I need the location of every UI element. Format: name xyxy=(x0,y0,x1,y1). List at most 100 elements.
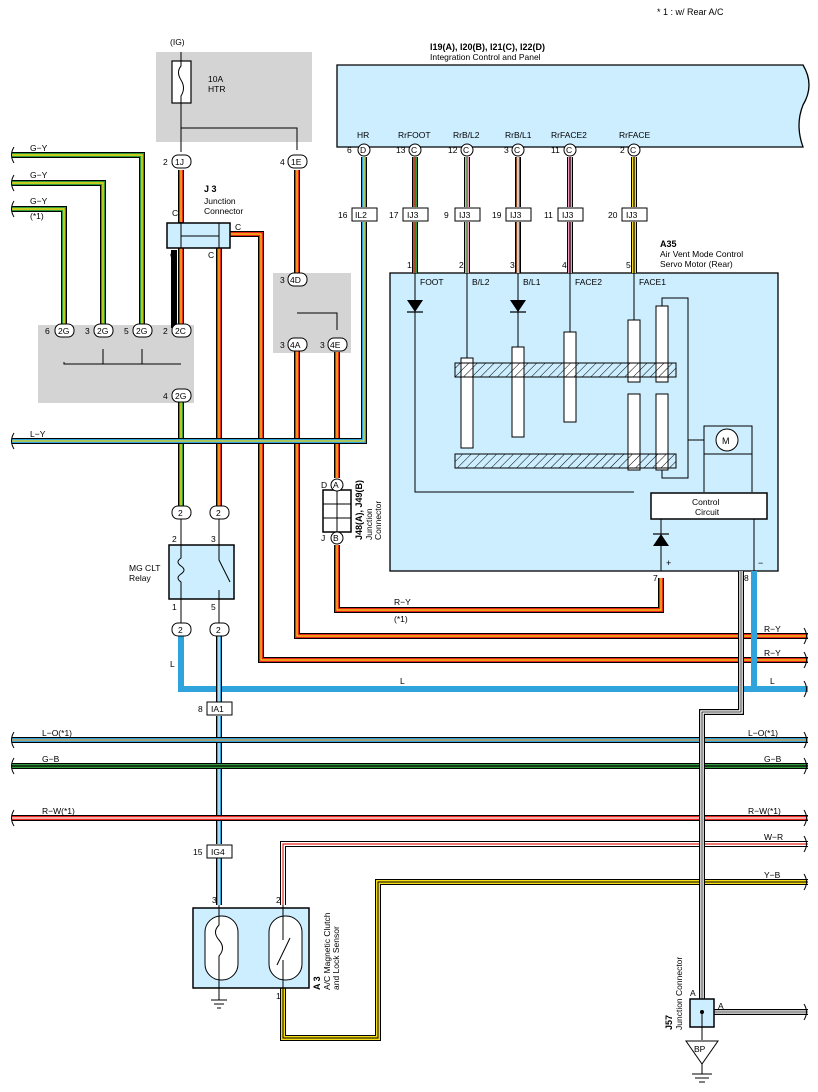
wire-ry-1j xyxy=(171,170,184,328)
servo-motor-block xyxy=(389,272,779,572)
j57-name: Junction Connector xyxy=(674,957,684,1030)
conn-2c: 2C xyxy=(175,326,186,336)
connector-pills: 1J 2 1E 4 2G 6 2G 3 2G 5 2C 2 2G 4 4D 3 … xyxy=(45,154,648,859)
label-l-relay: L xyxy=(170,659,175,669)
fuse-htr: (IG) 10A HTR xyxy=(170,37,298,152)
a3-code: A 3 xyxy=(312,976,322,990)
label-l-mid: L xyxy=(400,676,405,686)
servo-label-face1: FACE1 xyxy=(639,277,666,287)
svg-text:17: 17 xyxy=(389,210,399,220)
jj-name-2: Connector xyxy=(373,501,383,540)
conn-ij3-11: IJ3 xyxy=(562,210,574,220)
j57-code: J57 xyxy=(664,1015,674,1030)
label-star-ry: (*1) xyxy=(394,614,408,624)
label-l-right: L xyxy=(770,676,775,686)
label-wr-right: W−R xyxy=(764,832,783,842)
relay-name-1: MG CLT xyxy=(129,563,160,573)
label-yb-right: Y−B xyxy=(764,870,781,880)
conn-2g-6: 2G xyxy=(58,326,69,336)
svg-text:5: 5 xyxy=(211,602,216,612)
svg-text:3: 3 xyxy=(320,340,325,350)
svg-text:2: 2 xyxy=(163,157,168,167)
label-gy-1: G−Y xyxy=(30,143,48,153)
label-lo-left: L−O(*1) xyxy=(42,728,72,738)
ecu-block xyxy=(336,64,810,148)
a3-clutch-sensor: 3 2 1 A 3 A/C Magnetic Clutch and Lock Sen… xyxy=(192,895,341,1009)
control-circuit-label-2: Circuit xyxy=(695,507,720,517)
label-lo-right: L−O(*1) xyxy=(748,728,778,738)
wire-gy-3 xyxy=(12,206,67,328)
ecu-pin-rrface: 2 xyxy=(620,145,625,155)
svg-text:5: 5 xyxy=(626,260,631,270)
ecu-conn-rrbl1: C xyxy=(514,145,520,155)
svg-text:3: 3 xyxy=(212,895,217,905)
conn-4d: 4D xyxy=(290,275,301,285)
svg-text:4: 4 xyxy=(562,260,567,270)
fuse-rating: 10A xyxy=(208,74,223,84)
wire-ry-4e xyxy=(334,352,664,613)
wire-gy-2 xyxy=(12,180,106,328)
servo-label-bl1: B/L1 xyxy=(523,277,541,287)
ecu-conn-rrface2: C xyxy=(566,145,572,155)
footnote: * 1 : w/ Rear A/C xyxy=(657,7,724,17)
svg-text:2: 2 xyxy=(276,895,281,905)
label-gb-left: G−B xyxy=(42,754,60,764)
wire-labels: G−Y G−Y G−Y (*1) L−Y L−O(*1) G−B R−W(*1)… xyxy=(30,143,783,880)
ecu-term-hr: HR xyxy=(357,130,369,140)
servo-label-bl2: B/L2 xyxy=(472,277,490,287)
ecu-conn-rrfoot: C xyxy=(411,145,417,155)
jj-pin-a: A xyxy=(333,480,339,490)
j3-code: J 3 xyxy=(204,184,217,194)
svg-text:3: 3 xyxy=(280,340,285,350)
servo-label-face2: FACE2 xyxy=(575,277,602,287)
svg-text:1: 1 xyxy=(276,991,281,1001)
j3-c-right: C xyxy=(235,222,241,232)
conn-ij3-17: IJ3 xyxy=(407,210,419,220)
label-rw-right: R−W(*1) xyxy=(748,806,781,816)
ecu-term-rrface2: RrFACE2 xyxy=(551,130,587,140)
j3-c-bottom-l: C xyxy=(170,250,176,260)
label-gy-3: G−Y xyxy=(30,196,48,206)
j57-connector: A A BP J57 Junction Connector xyxy=(664,957,724,1083)
wire-l xyxy=(178,571,808,692)
label-ry-r2: R−Y xyxy=(764,648,781,658)
servo-label-foot: FOOT xyxy=(420,277,444,287)
svg-text:2: 2 xyxy=(459,260,464,270)
svg-text:2: 2 xyxy=(172,534,177,544)
j3-c-bottom-r: C xyxy=(208,250,214,260)
ecu-conn-rrbl2: C xyxy=(463,145,469,155)
control-circuit xyxy=(650,492,768,520)
j3-name-2: Connector xyxy=(204,206,243,216)
a3-name-1: A/C Magnetic Clutch xyxy=(322,912,332,990)
svg-text:15: 15 xyxy=(193,847,203,857)
conn-ij3-9: IJ3 xyxy=(459,210,471,220)
ground-bp: BP xyxy=(694,1044,706,1054)
svg-text:3: 3 xyxy=(85,326,90,336)
j48-j49-connector: A B D J J48(A), J49(B) Junction Connecto… xyxy=(321,478,383,545)
conn-ia1: IA1 xyxy=(211,704,224,714)
svg-text:9: 9 xyxy=(444,210,449,220)
a3-name-2: and Lock Sensor xyxy=(331,926,341,990)
conn-relay-bot-l: 2 xyxy=(178,625,183,635)
motor-icon: M xyxy=(722,436,730,446)
j3-connector: J 3 Junction Connector C C C C xyxy=(166,184,243,260)
conn-2g-3: 2G xyxy=(97,326,108,336)
ecu-term-rrfoot: RrFOOT xyxy=(398,130,431,140)
svg-text:1: 1 xyxy=(407,260,412,270)
servo-name-2: Servo Motor (Rear) xyxy=(660,259,733,269)
conn-relay-top-l: 2 xyxy=(178,508,183,518)
wire-ry-c xyxy=(230,231,808,663)
jj-d: D xyxy=(321,480,327,490)
label-ly-left: L−Y xyxy=(30,429,46,439)
svg-text:A: A xyxy=(690,988,696,998)
ecu-pin-rrface2: 11 xyxy=(551,145,560,155)
servo-name-1: Air Vent Mode Control xyxy=(660,249,743,259)
label-rw-left: R−W(*1) xyxy=(42,806,75,816)
conn-ij3-19: IJ3 xyxy=(510,210,522,220)
fuse-name: HTR xyxy=(208,84,225,94)
label-gb-right: G−B xyxy=(764,754,782,764)
